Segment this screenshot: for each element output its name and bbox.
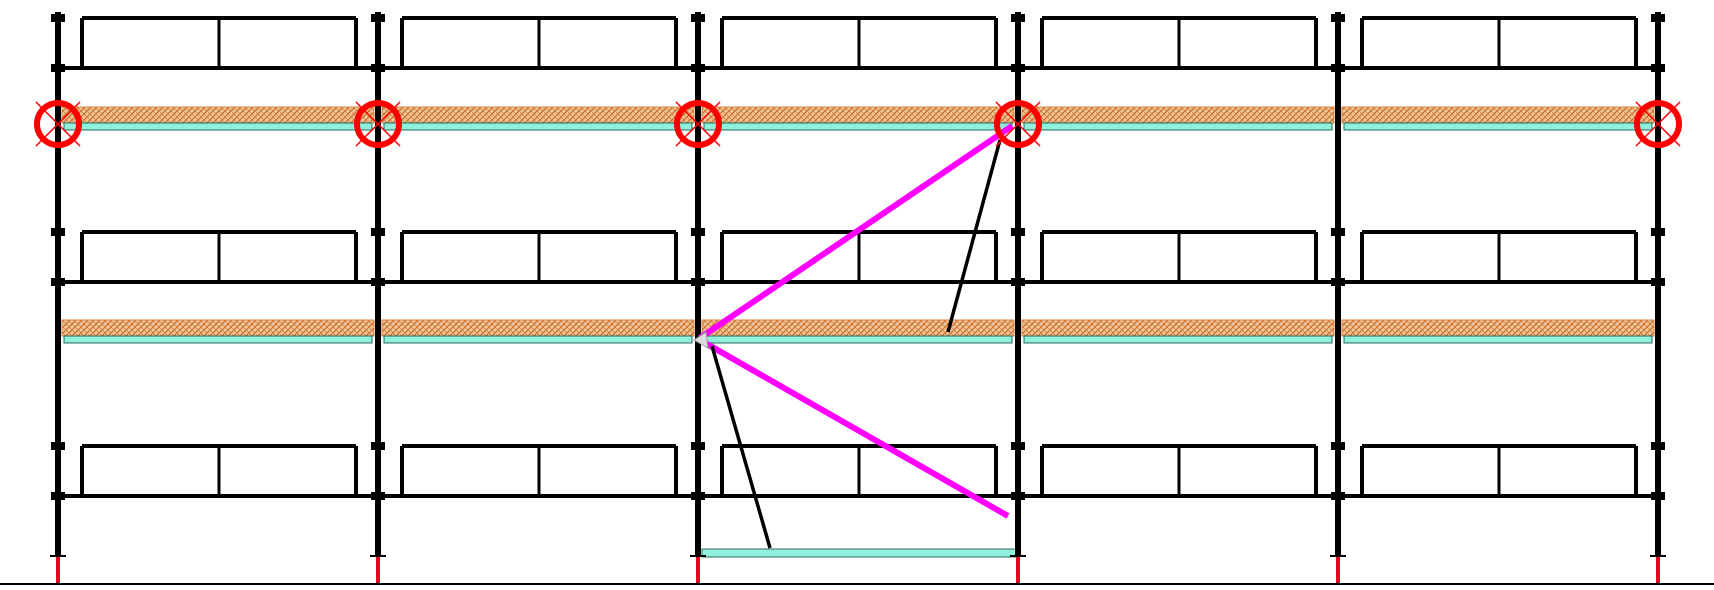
toe-board bbox=[1343, 122, 1653, 131]
coupler bbox=[1011, 14, 1025, 22]
deck-board bbox=[701, 106, 1015, 124]
toe-board bbox=[703, 335, 1013, 344]
base-jack-icon bbox=[1016, 556, 1020, 584]
toe-board bbox=[1023, 335, 1333, 344]
deck-board bbox=[1341, 106, 1655, 124]
coupler bbox=[51, 64, 65, 72]
extras-layer bbox=[0, 123, 1714, 585]
coupler bbox=[1651, 228, 1665, 236]
coupler bbox=[1651, 492, 1665, 500]
red-circle-x-anchor-icon bbox=[994, 100, 1042, 148]
coupler bbox=[1331, 492, 1345, 500]
brace-clamp bbox=[693, 331, 709, 349]
toe-board bbox=[703, 122, 1013, 131]
frame-layer bbox=[58, 16, 1658, 498]
deck-board bbox=[381, 319, 695, 337]
deck-board bbox=[1021, 106, 1335, 124]
coupler bbox=[691, 64, 705, 72]
red-circle-x-anchor-icon bbox=[1634, 100, 1682, 148]
base-jack-icon bbox=[376, 556, 380, 584]
coupler bbox=[51, 442, 65, 450]
coupler bbox=[1331, 64, 1345, 72]
toe-board bbox=[63, 122, 373, 131]
red-circle-x-anchor-icon bbox=[34, 100, 82, 148]
deck-board bbox=[61, 106, 375, 124]
diagonal-brace bbox=[698, 337, 1010, 519]
toe-board bbox=[1023, 122, 1333, 131]
tie-strut bbox=[710, 345, 772, 549]
toe-board bbox=[63, 335, 373, 344]
coupler bbox=[51, 492, 65, 500]
post-layer bbox=[50, 12, 1666, 584]
coupler bbox=[1011, 442, 1025, 450]
base-jack-icon bbox=[1656, 556, 1660, 584]
coupler bbox=[1651, 442, 1665, 450]
coupler bbox=[371, 228, 385, 236]
anchor-layer bbox=[34, 100, 1682, 148]
deck-board bbox=[1341, 319, 1655, 337]
deck-board bbox=[61, 319, 375, 337]
red-circle-x-anchor-icon bbox=[674, 100, 722, 148]
coupler bbox=[691, 492, 705, 500]
coupler bbox=[51, 228, 65, 236]
coupler bbox=[1011, 228, 1025, 236]
coupler bbox=[1011, 64, 1025, 72]
coupler bbox=[51, 278, 65, 286]
coupler bbox=[371, 64, 385, 72]
coupler bbox=[1011, 278, 1025, 286]
coupler bbox=[1651, 14, 1665, 22]
coupler bbox=[51, 14, 65, 22]
deck-board bbox=[381, 106, 695, 124]
coupler bbox=[1331, 278, 1345, 286]
coupler bbox=[1651, 278, 1665, 286]
coupler bbox=[1651, 64, 1665, 72]
base-deck-board bbox=[701, 548, 1017, 558]
base-jack-icon bbox=[56, 556, 60, 584]
diagonal-brace bbox=[698, 123, 1014, 341]
coupler bbox=[1331, 442, 1345, 450]
base-jack-icon bbox=[1336, 556, 1340, 584]
coupler bbox=[371, 442, 385, 450]
coupler bbox=[691, 278, 705, 286]
deck-board bbox=[1021, 319, 1335, 337]
coupler bbox=[691, 228, 705, 236]
coupler bbox=[1331, 228, 1345, 236]
coupler bbox=[691, 442, 705, 450]
coupler bbox=[371, 14, 385, 22]
coupler bbox=[371, 278, 385, 286]
coupler bbox=[691, 14, 705, 22]
coupler bbox=[1331, 14, 1345, 22]
toe-board bbox=[383, 122, 693, 131]
red-circle-x-anchor-icon bbox=[354, 100, 402, 148]
tie-strut bbox=[946, 139, 1002, 333]
base-jack-icon bbox=[696, 556, 700, 584]
deck-board bbox=[701, 319, 1015, 337]
coupler bbox=[1011, 492, 1025, 500]
toe-board bbox=[1343, 335, 1653, 344]
deck-layer bbox=[61, 106, 1655, 558]
toe-board bbox=[383, 335, 693, 344]
coupler bbox=[371, 492, 385, 500]
